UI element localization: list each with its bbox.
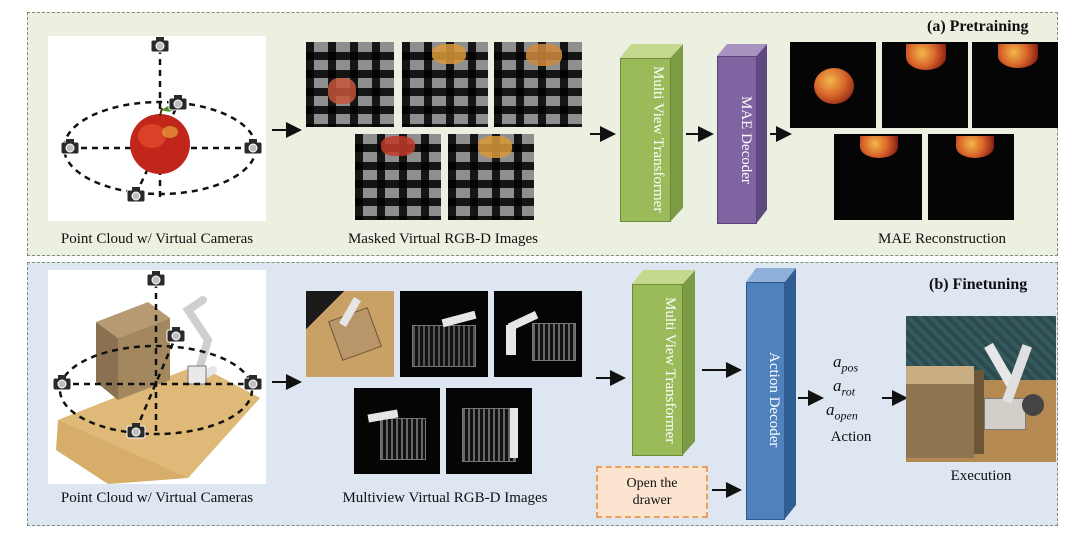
camera-icon <box>52 374 72 391</box>
camera-icon <box>146 270 166 287</box>
action-decoder-label: Action Decoder <box>766 352 782 448</box>
action-pos: apos <box>833 352 859 375</box>
action-open: aopen <box>826 400 858 423</box>
caption-reconstruction: MAE Reconstruction <box>878 231 1006 247</box>
masked-view-4 <box>355 134 441 220</box>
caption-multiview: Multiview Virtual RGB-D Images <box>342 490 548 506</box>
finetuning-title: (b) Finetuning <box>929 276 1028 293</box>
caption-masked: Masked Virtual RGB-D Images <box>347 231 539 247</box>
transformer-label-b: Multi View Transformer <box>662 296 678 444</box>
reconstruction-view-1 <box>790 42 876 128</box>
pointcloud-image-a <box>48 36 266 221</box>
camera-icon <box>60 138 80 155</box>
multiview-render-2 <box>400 291 488 377</box>
caption-execution: Execution <box>950 468 1012 484</box>
reconstruction-view-2 <box>882 42 968 128</box>
action-rot: arot <box>833 376 856 399</box>
masked-view-5 <box>448 134 534 220</box>
arrow-right-icon <box>596 370 626 386</box>
arrow-right-icon <box>590 126 616 142</box>
camera-icon <box>168 94 188 111</box>
mae-decoder-label: MAE Decoder <box>738 96 754 184</box>
pretraining-title: (a) Pretraining <box>927 18 1029 35</box>
multiview-render-4 <box>354 388 440 474</box>
arrow-right-icon <box>798 390 824 406</box>
caption-pointcloud-b: Point Cloud w/ Virtual Cameras <box>60 490 254 506</box>
multiview-render-3 <box>494 291 582 377</box>
arrow-right-icon <box>702 362 742 378</box>
masked-view-2 <box>402 42 488 127</box>
reconstruction-view-3 <box>972 42 1058 128</box>
camera-icon <box>150 36 170 53</box>
language-instruction-box: Open the drawer <box>596 466 708 518</box>
apple-pointcloud <box>130 105 190 174</box>
camera-icon <box>126 186 146 203</box>
action-label: Action <box>830 429 872 445</box>
arrow-right-icon <box>686 126 714 142</box>
arrow-right-icon <box>882 390 908 406</box>
execution-image <box>906 316 1056 462</box>
camera-icon <box>243 138 263 155</box>
instruction-text: Open the drawer <box>626 476 678 508</box>
transformer-label-a: Multi View Transformer <box>650 65 666 213</box>
caption-pointcloud-a: Point Cloud w/ Virtual Cameras <box>60 231 254 247</box>
arrow-right-icon <box>272 122 302 138</box>
pointcloud-image-b <box>48 270 266 484</box>
masked-view-3 <box>494 42 582 127</box>
arrow-right-icon <box>770 126 792 142</box>
multiview-render-5 <box>446 388 532 474</box>
arrow-right-icon <box>712 482 742 498</box>
masked-view-1 <box>306 42 394 127</box>
reconstruction-view-4 <box>834 134 922 220</box>
arrow-right-icon <box>272 374 302 390</box>
multiview-render-1 <box>306 291 394 377</box>
reconstruction-view-5 <box>928 134 1014 220</box>
